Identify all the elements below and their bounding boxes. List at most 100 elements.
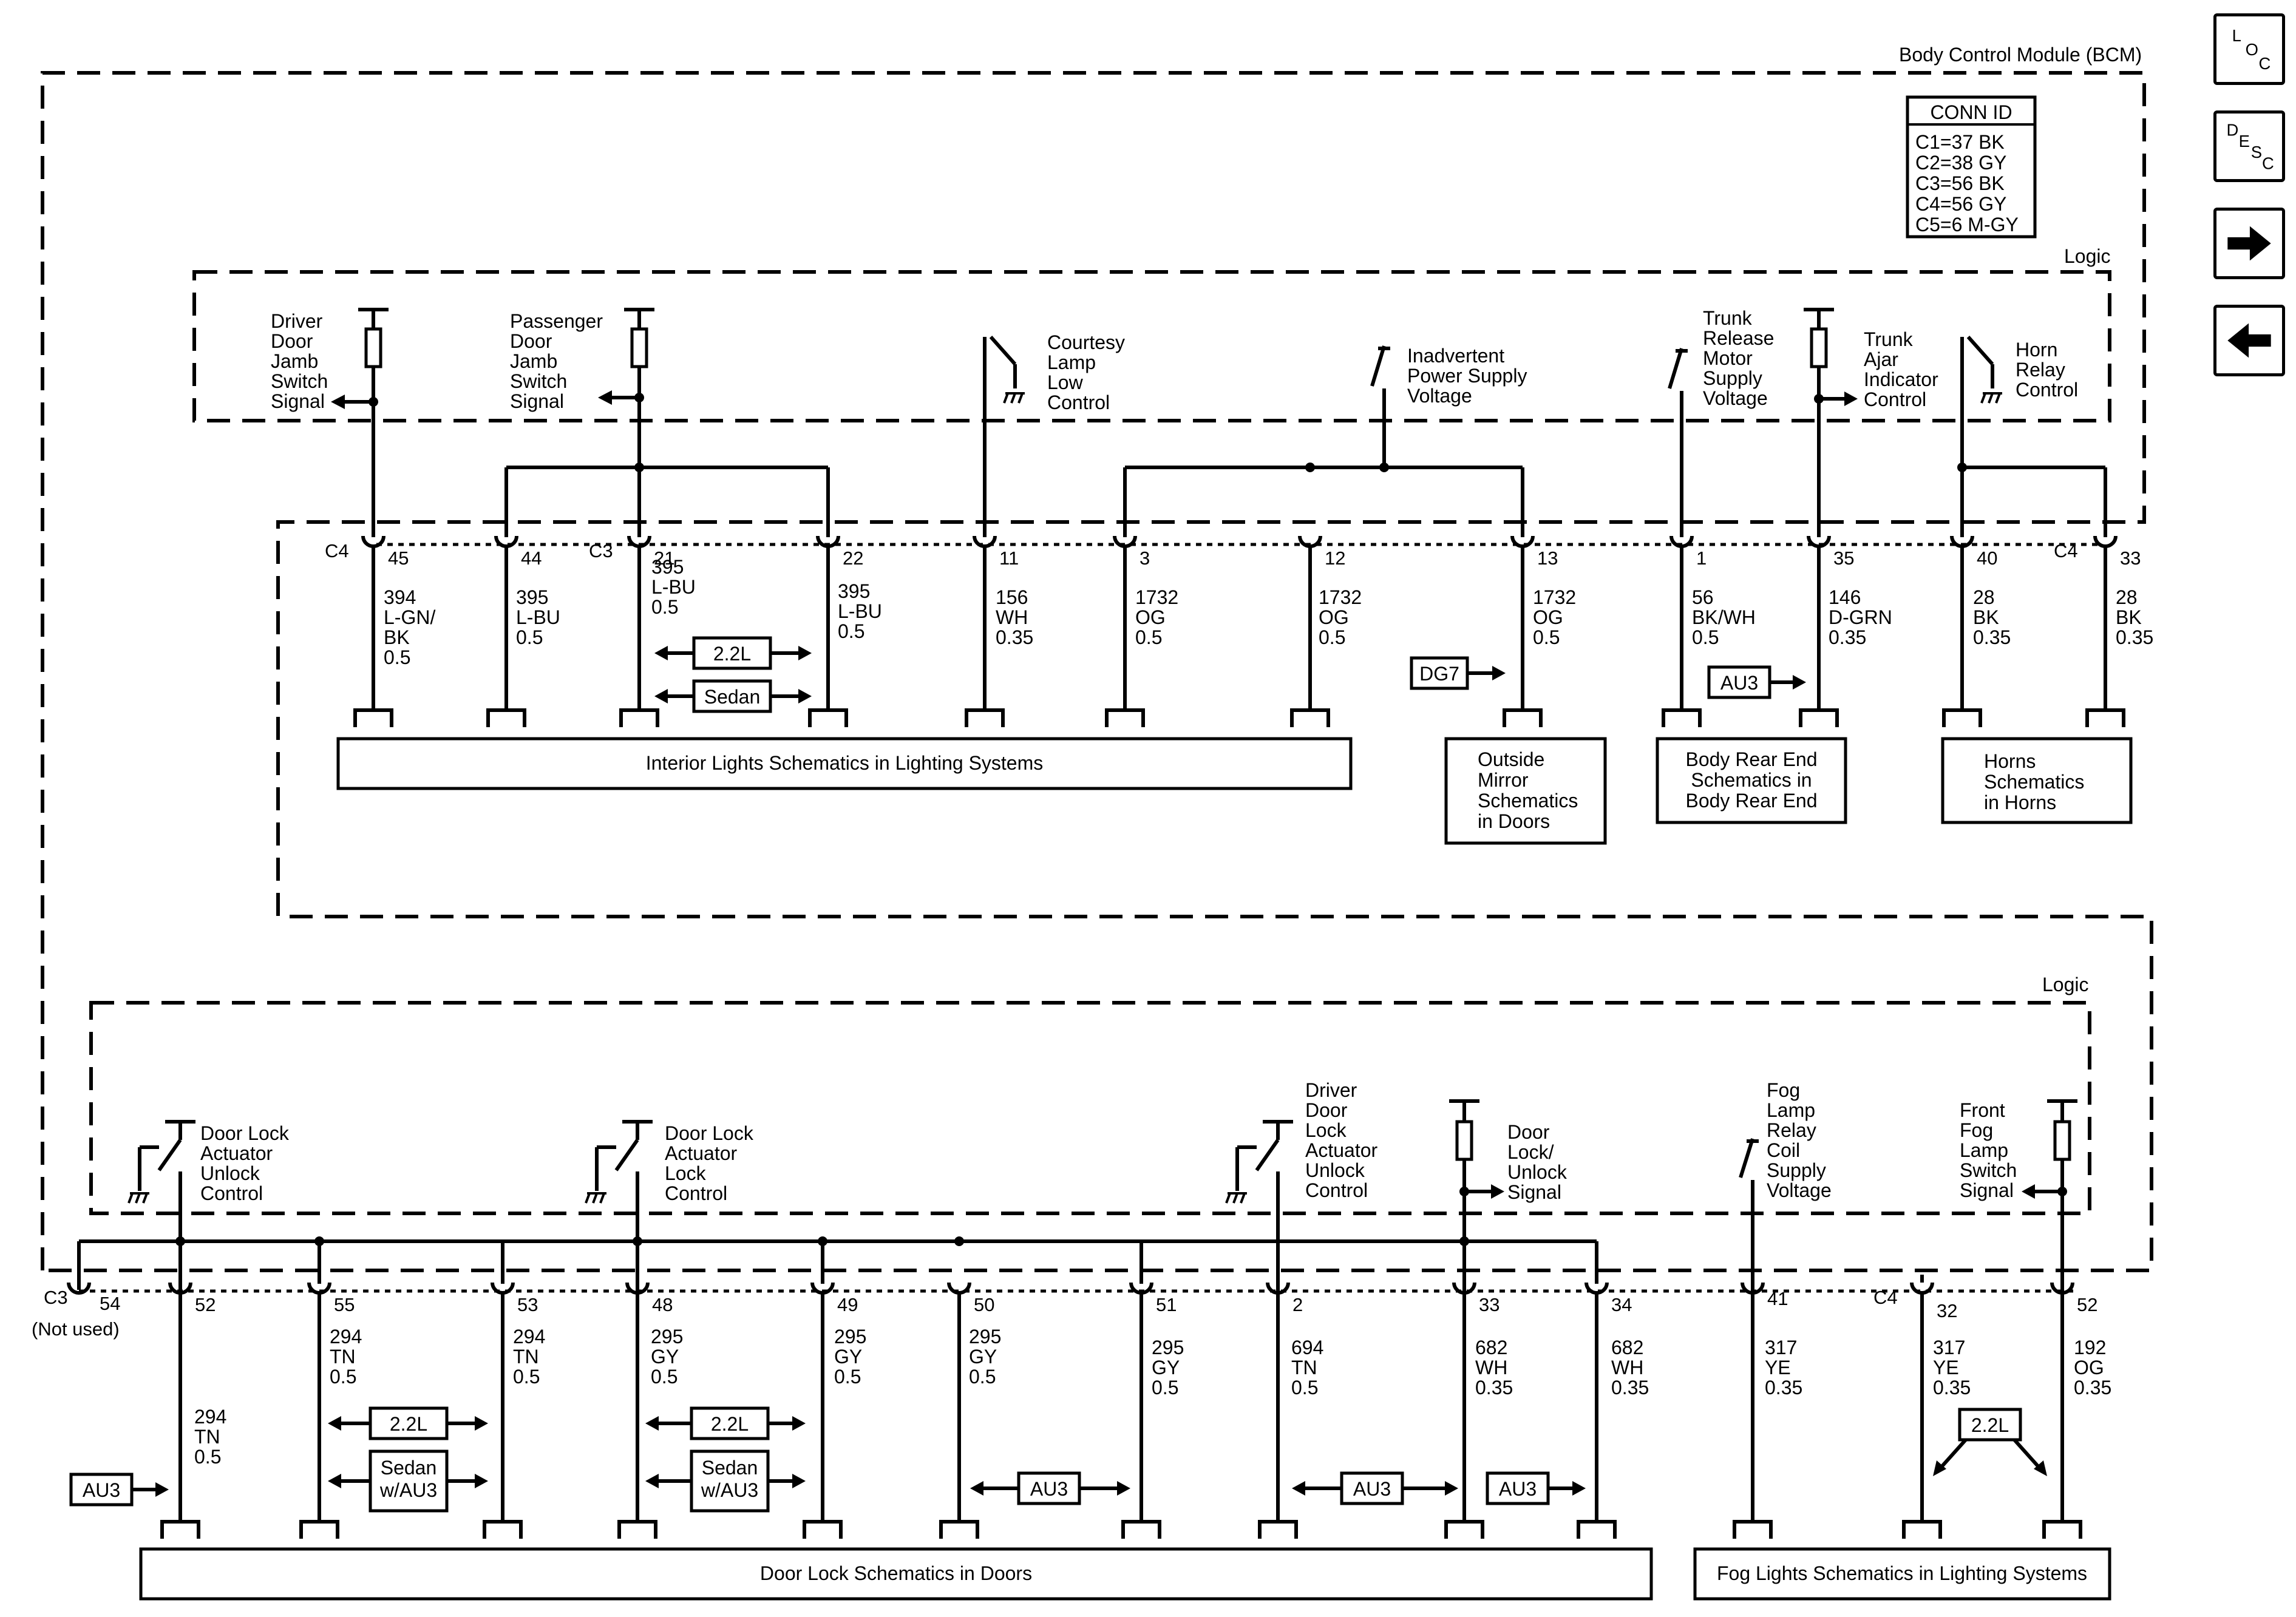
wire-label: 317 <box>1765 1337 1797 1358</box>
connector-cavity <box>307 1282 331 1295</box>
dest-label: Horns <box>1984 750 2036 772</box>
option-label: AU3 <box>1353 1478 1391 1500</box>
terminal <box>1290 708 1330 727</box>
wire-label: 295 <box>1152 1337 1184 1358</box>
terminal <box>1121 1520 1161 1539</box>
connector-cavity <box>1584 1282 1609 1295</box>
bcm-title: Body Control Module (BCM) <box>1899 44 2142 66</box>
inadvertent-power-switch <box>1125 345 1523 472</box>
terminal <box>1942 708 1982 727</box>
pin-number: 52 <box>195 1294 216 1315</box>
bottom-logic-label: Logic <box>2042 974 2089 995</box>
terminal <box>1902 1520 1942 1539</box>
pin-number: 1 <box>1696 547 1707 569</box>
wire-label: TN <box>194 1426 220 1448</box>
wire-label: 0.5 <box>1135 626 1162 648</box>
terminal <box>299 1520 339 1539</box>
description-button[interactable]: D E S C <box>2213 110 2285 182</box>
logic-label: Unlock <box>1507 1161 1567 1183</box>
wire-label: BK/WH <box>1692 606 1756 628</box>
wire-label: 694 <box>1291 1337 1323 1358</box>
wire-label: 395 <box>516 586 548 608</box>
bottom-connector-not-used: (Not used) <box>32 1318 120 1340</box>
logic-label: Voltage <box>1703 387 1768 409</box>
wire-label: 295 <box>651 1326 683 1348</box>
wire-label: L-BU <box>516 606 560 628</box>
wire-label: 56 <box>1692 586 1714 608</box>
pin-number: 44 <box>521 547 542 569</box>
previous-page-button[interactable] <box>2213 305 2285 376</box>
wire-label: 295 <box>834 1326 866 1348</box>
splice-dot <box>633 1236 642 1246</box>
fog-switch-signal-circuit <box>2022 1099 2077 1302</box>
location-button[interactable]: L O C <box>2213 13 2285 85</box>
wire-label: GY <box>834 1346 862 1368</box>
connector-cavity <box>1950 535 1974 548</box>
pin-number: 45 <box>388 547 409 569</box>
terminal <box>353 708 393 727</box>
pin-number: 53 <box>517 1294 538 1315</box>
pin-number: 12 <box>1325 547 1345 569</box>
conn-id-row: C4=56 GY <box>1915 193 2006 215</box>
option-label: 2.2L <box>390 1413 427 1435</box>
pin-number: 32 <box>1937 1300 1957 1321</box>
connector-cavity <box>947 1282 971 1295</box>
logic-label: Motor <box>1703 347 1753 369</box>
logic-label: Coil <box>1767 1139 1800 1161</box>
wire-label: 682 <box>1475 1337 1507 1358</box>
option-label: 2.2L <box>1971 1414 2009 1436</box>
connector-cavity <box>1298 535 1322 548</box>
terminal <box>160 1520 200 1539</box>
horn-relay-switch <box>1957 336 2105 537</box>
wire-label: 1732 <box>1533 586 1576 608</box>
terminal <box>1444 1520 1484 1539</box>
connector-cavity <box>810 1282 835 1295</box>
bottom-connector-c4: C4 <box>1873 1287 1898 1308</box>
wire-label: OG <box>2074 1357 2104 1378</box>
wire-label: GY <box>651 1346 679 1368</box>
wire-label: 0.5 <box>1692 626 1719 648</box>
dest-outside-mirror: Outside Mirror Schematics in Doors <box>1444 737 1607 845</box>
logic-label: Passenger <box>510 310 603 332</box>
bottom-logic-box <box>89 1001 2091 1215</box>
wire-label: TN <box>513 1346 539 1368</box>
connector-cavity <box>1510 535 1535 548</box>
logic-label: Signal <box>1507 1181 1561 1203</box>
option-label: w/AU3 <box>379 1479 437 1501</box>
wire-label: YE <box>1765 1357 1791 1378</box>
logic-label: Door Lock <box>665 1122 754 1144</box>
pin-number: 33 <box>1479 1294 1500 1315</box>
terminal <box>619 708 659 727</box>
terminal <box>808 708 848 727</box>
option-label: Sedan <box>704 686 761 708</box>
desc-letter: E <box>2239 132 2250 151</box>
logic-label: Lock <box>665 1162 707 1184</box>
connector-cavity <box>1113 535 1137 548</box>
pin-number: 54 <box>100 1293 120 1314</box>
pin-number: 41 <box>1767 1288 1788 1309</box>
splice-dot <box>175 1236 185 1246</box>
logic-label: Jamb <box>271 350 318 372</box>
connector-cavity <box>973 535 997 548</box>
wire-label: BK <box>384 626 410 648</box>
driver-jamb-circuit <box>331 308 389 537</box>
option-label: AU3 <box>1499 1478 1537 1500</box>
logic-label: Low <box>1047 371 1084 393</box>
wire-label: 294 <box>194 1406 226 1428</box>
conn-id-row: C5=6 M-GY <box>1915 214 2019 236</box>
connector-cavity <box>491 1282 515 1295</box>
logic-label: Indicator <box>1864 368 1938 390</box>
connector-cavity <box>494 535 518 548</box>
wire-label: 395 <box>838 580 870 602</box>
option-label: AU3 <box>83 1479 120 1501</box>
logic-label: Fog <box>1767 1079 1800 1101</box>
pin-number: 35 <box>1833 547 1854 569</box>
option-label: AU3 <box>1030 1478 1068 1500</box>
logic-label: Supply <box>1767 1159 1826 1181</box>
wire-label: 0.5 <box>1319 626 1345 648</box>
wire-label: 0.5 <box>969 1366 996 1388</box>
left-arrow-icon <box>2227 323 2271 358</box>
next-page-button[interactable] <box>2213 208 2285 279</box>
option-dg7: DG7 <box>1410 656 1506 690</box>
option-au3-pin52: AU3 <box>69 1473 169 1507</box>
